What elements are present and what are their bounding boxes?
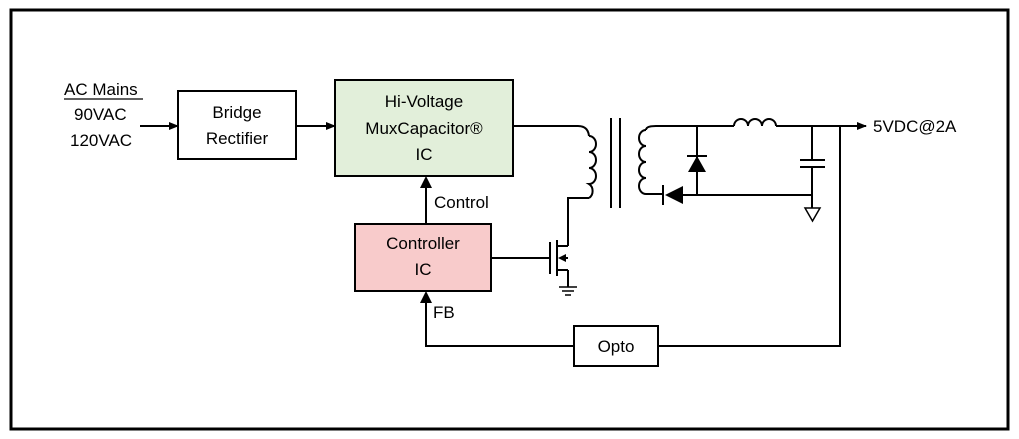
fb-arrowhead [420, 291, 432, 303]
ac-mains-voltage-90: 90VAC [74, 105, 127, 124]
output-voltage-label: 5VDC@2A [873, 117, 957, 136]
controller-ic-box [354, 223, 492, 292]
bridge-rectifier-label-2: Rectifier [206, 129, 269, 148]
muxcapacitor-label-3: IC [416, 145, 433, 164]
ac-mains-input: AC Mains 90VAC 120VAC [64, 80, 143, 150]
controller-ic-block: Controller IC [354, 223, 492, 292]
wire-opto-to-controller [425, 293, 574, 347]
muxcapacitor-label-2: MuxCapacitor® [365, 119, 483, 138]
bridge-rectifier-block: Bridge Rectifier [177, 90, 297, 160]
control-arrowhead [420, 176, 432, 188]
opto-box [573, 325, 659, 367]
muxcapacitor-ic-box [334, 79, 514, 177]
mosfet-switch [549, 240, 569, 287]
wire-secondary-top [645, 125, 734, 131]
bridge-rectifier-box [177, 90, 297, 160]
freewheel-diode [687, 126, 707, 195]
output-capacitor [800, 126, 825, 208]
control-signal-label: Control [434, 193, 489, 212]
ac-mains-voltage-120: 120VAC [70, 131, 132, 150]
wire-primary-to-mosfet [567, 197, 589, 246]
opto-block: Opto [573, 325, 659, 367]
muxcapacitor-ic-block: Hi-Voltage MuxCapacitor® IC [334, 79, 514, 177]
diagram-frame [9, 8, 1010, 431]
rectifier-diode [662, 185, 812, 205]
controller-label-2: IC [415, 260, 432, 279]
output-inductor [733, 118, 777, 127]
ac-mains-title: AC Mains [64, 80, 138, 99]
bridge-rectifier-label-1: Bridge [212, 103, 261, 122]
mosfet-ground-symbol [559, 286, 577, 296]
muxcapacitor-label-1: Hi-Voltage [385, 92, 463, 111]
wire-output-to-opto [658, 126, 841, 347]
controller-label-1: Controller [386, 234, 460, 253]
transformer-primary-coil [585, 135, 597, 199]
output-ground-symbol [803, 207, 822, 223]
opto-label: Opto [598, 337, 635, 356]
transformer-secondary-coil [638, 129, 647, 195]
wire-muxcap-to-primary [513, 125, 590, 137]
fb-signal-label: FB [433, 303, 455, 322]
